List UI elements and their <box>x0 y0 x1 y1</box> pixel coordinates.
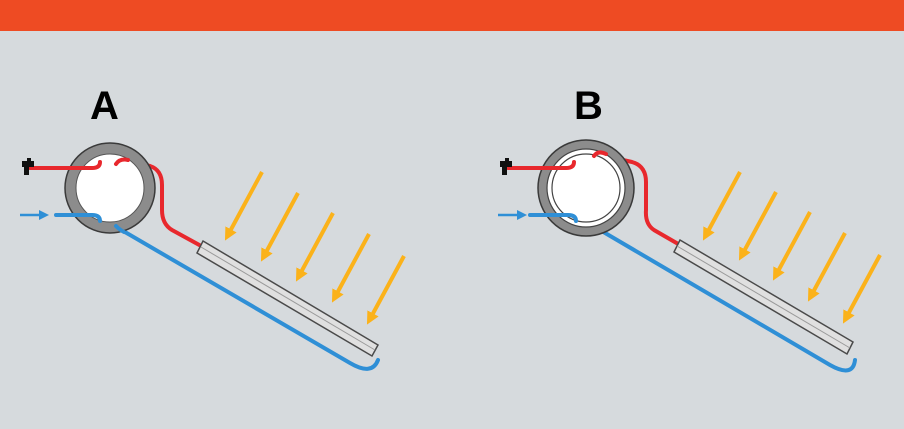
sun-ray-arrow-icon <box>738 191 778 261</box>
sun-rays <box>702 171 882 324</box>
panel-label-a: A <box>90 84 119 128</box>
panel-a <box>20 142 406 371</box>
solar-collector <box>673 238 854 356</box>
sun-ray-arrow-icon <box>702 171 742 241</box>
sun-ray-arrow-icon <box>295 212 335 282</box>
tank-inner <box>75 153 145 223</box>
sun-ray-arrow-icon <box>224 171 264 241</box>
hot-outlet-pipe <box>28 160 102 170</box>
tap-icon <box>22 158 34 175</box>
cold-pipe <box>116 226 380 371</box>
hot-outlet-pipe <box>506 160 576 170</box>
sun-ray-arrow-icon <box>807 232 847 302</box>
tap-icon <box>500 158 512 175</box>
solar-collector <box>196 239 380 358</box>
hot-pipe <box>116 158 205 249</box>
cold-inlet-pipe <box>528 213 578 223</box>
sun-rays <box>224 171 406 325</box>
hot-pipe <box>594 152 682 247</box>
sun-ray-arrow-icon <box>331 233 371 303</box>
sun-ray-arrow-icon <box>772 211 812 281</box>
sun-ray-arrow-icon <box>366 255 406 325</box>
cold-pipe <box>598 228 857 373</box>
cold-inlet-pipe <box>54 213 102 223</box>
sun-ray-arrow-icon <box>842 254 882 324</box>
panel-label-b: B <box>574 84 603 128</box>
panel-b <box>498 139 882 373</box>
header-bar <box>0 0 904 31</box>
sun-ray-arrow-icon <box>260 192 300 262</box>
tank-inner <box>551 153 621 223</box>
